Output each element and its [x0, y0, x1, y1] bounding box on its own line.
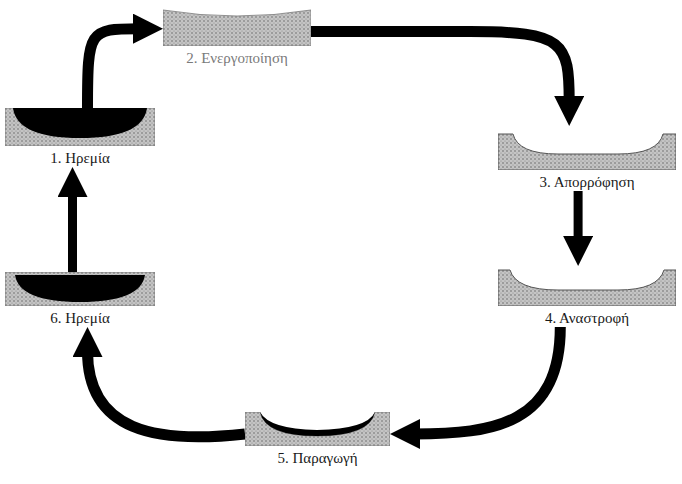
stage-label: 6. Ηρεμία — [5, 309, 155, 327]
tissue-illustration — [5, 272, 155, 306]
stage-node: 1. Ηρεμία — [5, 108, 155, 167]
cycle-arrow — [68, 191, 77, 272]
stage-node: 3. Απορρόφηση — [498, 126, 676, 191]
cycle-arrow — [574, 191, 583, 242]
stage-node: 4. Αναστροφή — [498, 266, 676, 327]
cycle-arrow — [414, 327, 560, 434]
stage-label: 3. Απορρόφηση — [498, 173, 676, 191]
cycle-arrow — [88, 29, 140, 108]
tissue-illustration — [498, 266, 676, 306]
stage-label: 2. Ενεργοποίηση — [163, 49, 311, 67]
stage-node: 5. Παραγωγή — [245, 412, 390, 467]
cycle-arrow — [88, 351, 246, 437]
stage-node: 6. Ηρεμία — [5, 272, 155, 327]
stage-node: 2. Ενεργοποίηση — [163, 8, 311, 67]
tissue-illustration — [245, 412, 390, 446]
stage-label: 4. Αναστροφή — [498, 309, 676, 327]
tissue-illustration — [498, 126, 676, 170]
stage-label: 1. Ηρεμία — [5, 149, 155, 167]
tissue-illustration — [5, 108, 155, 146]
stage-label: 5. Παραγωγή — [245, 449, 390, 467]
tissue-illustration — [163, 8, 311, 46]
cycle-arrow — [311, 32, 569, 102]
